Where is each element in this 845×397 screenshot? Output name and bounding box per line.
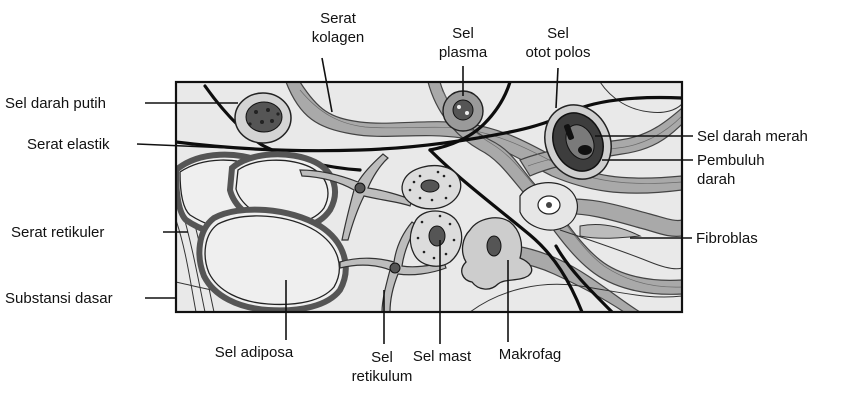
label-serat-kolagen-1: Serat [320,10,357,27]
label-sel-darah-putih: Sel darah putih [5,95,106,112]
label-substansi-dasar: Substansi dasar [5,290,113,307]
label-serat-retikuler: Serat retikuler [11,224,104,241]
label-sel-retikulum-1: Sel [371,349,393,366]
label-sel-adiposa: Sel adiposa [215,344,294,361]
label-pembuluh-2: darah [697,171,735,188]
label-sel-darah-merah: Sel darah merah [697,128,808,145]
label-sel-otot-1: Sel [547,25,569,42]
label-sel-retikulum-2: retikulum [352,368,413,385]
label-sel-mast: Sel mast [413,348,472,365]
label-fibroblas: Fibroblas [696,230,758,247]
plasma-cell [443,91,483,131]
white-blood-cell [235,93,291,143]
label-pembuluh-1: Pembuluh [697,152,765,169]
label-sel-plasma-1: Sel [452,25,474,42]
label-serat-kolagen-2: kolagen [312,29,365,46]
label-makrofag: Makrofag [499,346,562,363]
label-sel-plasma-2: plasma [439,44,488,61]
label-serat-elastik: Serat elastik [27,136,110,153]
tissue-panel [176,82,682,312]
label-sel-otot-2: otot polos [525,44,590,61]
